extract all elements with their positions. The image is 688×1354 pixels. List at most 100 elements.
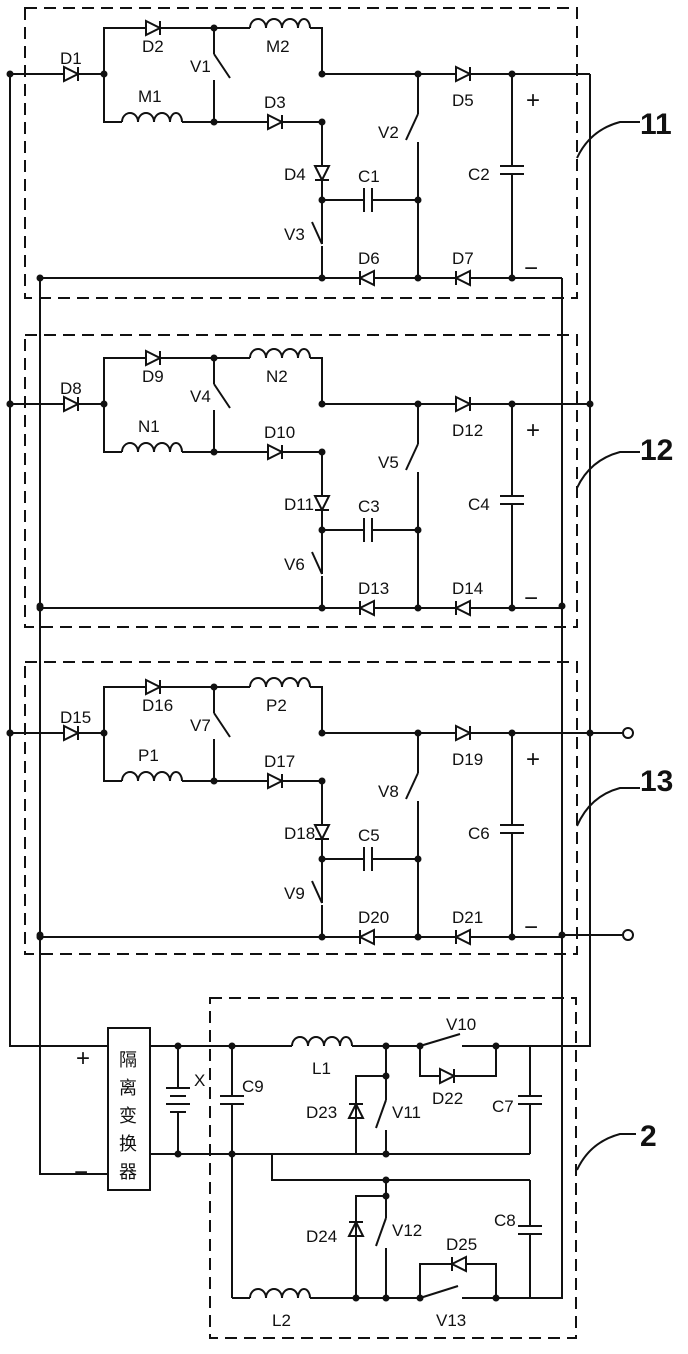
v12-label: V12	[392, 1221, 422, 1240]
d10-diode	[268, 445, 282, 459]
c9-label: C9	[242, 1077, 264, 1096]
d22-diode	[440, 1069, 454, 1083]
converter-minus: −	[74, 1159, 88, 1186]
module-13: D15D16P2P1V7D17D18C5V9D19V8C6+−D20D2113	[7, 678, 674, 944]
v10-label: V10	[446, 1015, 476, 1034]
l2-inductor	[250, 1289, 310, 1298]
module-11-plus: +	[526, 87, 540, 114]
d3-diode	[268, 115, 282, 129]
d19-diode	[456, 726, 470, 740]
p1-label: P1	[138, 746, 159, 765]
c7-label: C7	[492, 1097, 514, 1116]
m1-inductor	[122, 113, 182, 122]
v11-label: V11	[392, 1103, 421, 1122]
l1-label: L1	[312, 1059, 331, 1078]
d14-diode	[456, 601, 470, 615]
v5-label: V5	[378, 453, 399, 472]
d18-diode	[315, 825, 329, 839]
v7-label: V7	[190, 716, 211, 735]
p1-inductor	[122, 772, 182, 781]
p2-label: P2	[266, 696, 287, 715]
right-positive-down	[530, 733, 590, 1046]
l1-inductor	[292, 1037, 352, 1046]
n2-inductor	[250, 349, 310, 358]
d16-diode	[146, 680, 160, 694]
d10-label: D10	[264, 423, 295, 442]
v8-label: V8	[378, 782, 399, 801]
leader-12	[577, 452, 640, 488]
v9-label: V9	[284, 884, 305, 903]
d5-diode	[456, 67, 470, 81]
v13-label: V13	[436, 1311, 466, 1330]
c2-label: C2	[468, 165, 490, 184]
module-11: D1D2M2M1V1D3D4C1V3D5V2C2+−D6D711	[7, 19, 672, 285]
d15-label: D15	[60, 708, 91, 727]
d7-label: D7	[452, 249, 474, 268]
module-box-13	[25, 662, 577, 954]
d23-label: D23	[306, 1103, 337, 1122]
d13-label: D13	[358, 579, 389, 598]
m2-inductor	[250, 19, 310, 28]
module-box-11	[25, 8, 577, 298]
v3-label: V3	[284, 225, 305, 244]
module-12: D8D9N2N1V4D10D11C3V6D12V5C4+−D13D1412	[7, 349, 674, 615]
converter-plus: +	[76, 1045, 90, 1072]
module-box-12	[25, 335, 577, 627]
d25-diode	[452, 1257, 466, 1271]
c6-label: C6	[468, 824, 490, 843]
c1-label: C1	[358, 167, 380, 186]
d21-diode	[456, 930, 470, 944]
module-tag-12: 12	[640, 434, 673, 467]
module-13-plus: +	[526, 746, 540, 773]
d9-diode	[146, 351, 160, 365]
n1-inductor	[122, 443, 182, 452]
battery-label: X	[194, 1071, 205, 1090]
d11-label: D11	[284, 495, 314, 514]
d17-diode	[268, 774, 282, 788]
p2-inductor	[250, 678, 310, 687]
d21-label: D21	[452, 908, 483, 927]
c8-label: C8	[494, 1211, 516, 1230]
m2-label: M2	[266, 37, 290, 56]
d4-diode	[315, 166, 329, 180]
c4-label: C4	[468, 495, 490, 514]
d12-diode	[456, 397, 470, 411]
m1-label: M1	[138, 87, 162, 106]
d6-label: D6	[358, 249, 380, 268]
d14-label: D14	[452, 579, 483, 598]
converter-label: 隔离变换器	[119, 1050, 137, 1183]
c3-label: C3	[358, 497, 380, 516]
d17-label: D17	[264, 752, 295, 771]
c5-label: C5	[358, 826, 380, 845]
n2-label: N2	[266, 367, 288, 386]
v1-label: V1	[190, 57, 211, 76]
d12-label: D12	[452, 421, 483, 440]
d9-label: D9	[142, 367, 164, 386]
v2-label: V2	[378, 123, 399, 142]
d18-label: D18	[284, 824, 315, 843]
d19-label: D19	[452, 750, 483, 769]
d6-diode	[360, 271, 374, 285]
d25-label: D25	[446, 1235, 477, 1254]
d16-label: D16	[142, 696, 173, 715]
d1-label: D1	[60, 49, 82, 68]
module-box-2	[210, 998, 576, 1338]
d24-label: D24	[306, 1227, 337, 1246]
d5-label: D5	[452, 91, 474, 110]
leader-11	[577, 122, 640, 158]
d20-label: D20	[358, 908, 389, 927]
d2-diode	[146, 21, 160, 35]
v4-label: V4	[190, 387, 211, 406]
d13-diode	[360, 601, 374, 615]
module-tag-2: 2	[640, 1120, 657, 1153]
d7-diode	[456, 271, 470, 285]
d8-label: D8	[60, 379, 82, 398]
d8-diode	[64, 397, 78, 411]
d2-label: D2	[142, 37, 164, 56]
module-12-plus: +	[526, 417, 540, 444]
n1-label: N1	[138, 417, 160, 436]
module-tag-13: 13	[640, 765, 673, 798]
d3-label: D3	[264, 93, 286, 112]
